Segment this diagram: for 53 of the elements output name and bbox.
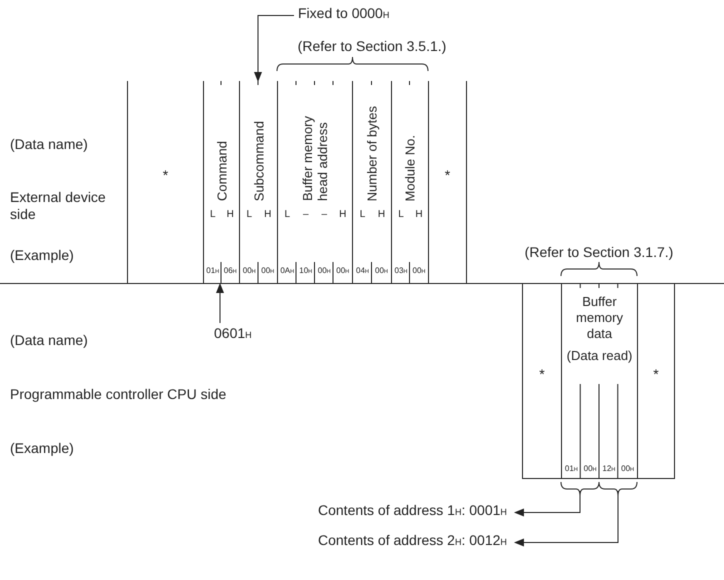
label-text: (Example) (10, 247, 74, 264)
field-name: Module No. (402, 134, 418, 201)
byte-order-mark: H (415, 209, 423, 221)
byte-order-mark: L (398, 209, 404, 221)
byte-value: 06$_{H}$ (224, 266, 237, 277)
byte-value: 04$_{H}$ (356, 266, 369, 277)
byte-value: 01$_{H}$ (564, 464, 578, 475)
byte-value: 00$_{H}$ (375, 266, 388, 277)
arrow (514, 490, 618, 546)
asterisk: * (539, 366, 545, 382)
byte-order-mark: H (264, 209, 272, 221)
field-name: Buffer memory data (575, 294, 624, 342)
asterisk: * (444, 166, 450, 182)
byte-order-mark: H (378, 209, 386, 221)
byte-value: 00$_{H}$ (318, 266, 331, 277)
byte-value: 0A$_{H}$ (280, 266, 294, 277)
byte-order-mark: H (339, 209, 346, 221)
label-text: Programmable controller CPU side (10, 386, 226, 403)
byte-value: 10$_{H}$ (299, 266, 312, 277)
byte-order-mark: L (360, 209, 366, 221)
byte-order-mark: L (210, 209, 216, 221)
byte-value: 00$_{H}$ (261, 266, 274, 277)
byte-order-mark: L (246, 209, 252, 221)
arrow (216, 283, 224, 324)
byte-value: 12$_{H}$ (602, 464, 616, 475)
byte-order-mark: – (302, 209, 309, 221)
label-text: (Refer to Section 3.5.1.) (296, 38, 448, 55)
asterisk: * (653, 366, 659, 382)
byte-value: 03$_{H}$ (394, 266, 408, 277)
label-text: (Data name) (10, 332, 88, 349)
arrow (514, 490, 580, 516)
field-name: Command (214, 141, 229, 201)
asterisk: * (162, 166, 168, 182)
byte-value: 00$_{H}$ (336, 266, 350, 277)
label-text: (Data name) (10, 136, 88, 153)
field-note: (Data read) (566, 348, 634, 364)
label-text: (Example) (10, 440, 74, 457)
arrow (254, 15, 294, 82)
frame-field-cell (522, 283, 562, 479)
byte-value: 00$_{H}$ (412, 266, 426, 277)
byte-order-mark: L (284, 209, 290, 221)
byte-value: 00$_{H}$ (584, 464, 597, 475)
byte-value: 00$_{H}$ (621, 464, 634, 475)
field-name: Buffer memory head address (300, 114, 330, 201)
byte-value: 00$_{H}$ (242, 266, 256, 277)
field-name: Subcommand (251, 120, 266, 201)
byte-order-mark: H (226, 209, 234, 221)
field-name: Number of bytes (364, 106, 380, 201)
label-text: (Refer to Section 3.1.7.) (524, 244, 674, 261)
frame-field-cell (637, 283, 675, 479)
byte-order-mark: – (321, 209, 328, 221)
byte-value: 01$_{H}$ (206, 266, 220, 277)
label-text: External device side (10, 189, 107, 223)
